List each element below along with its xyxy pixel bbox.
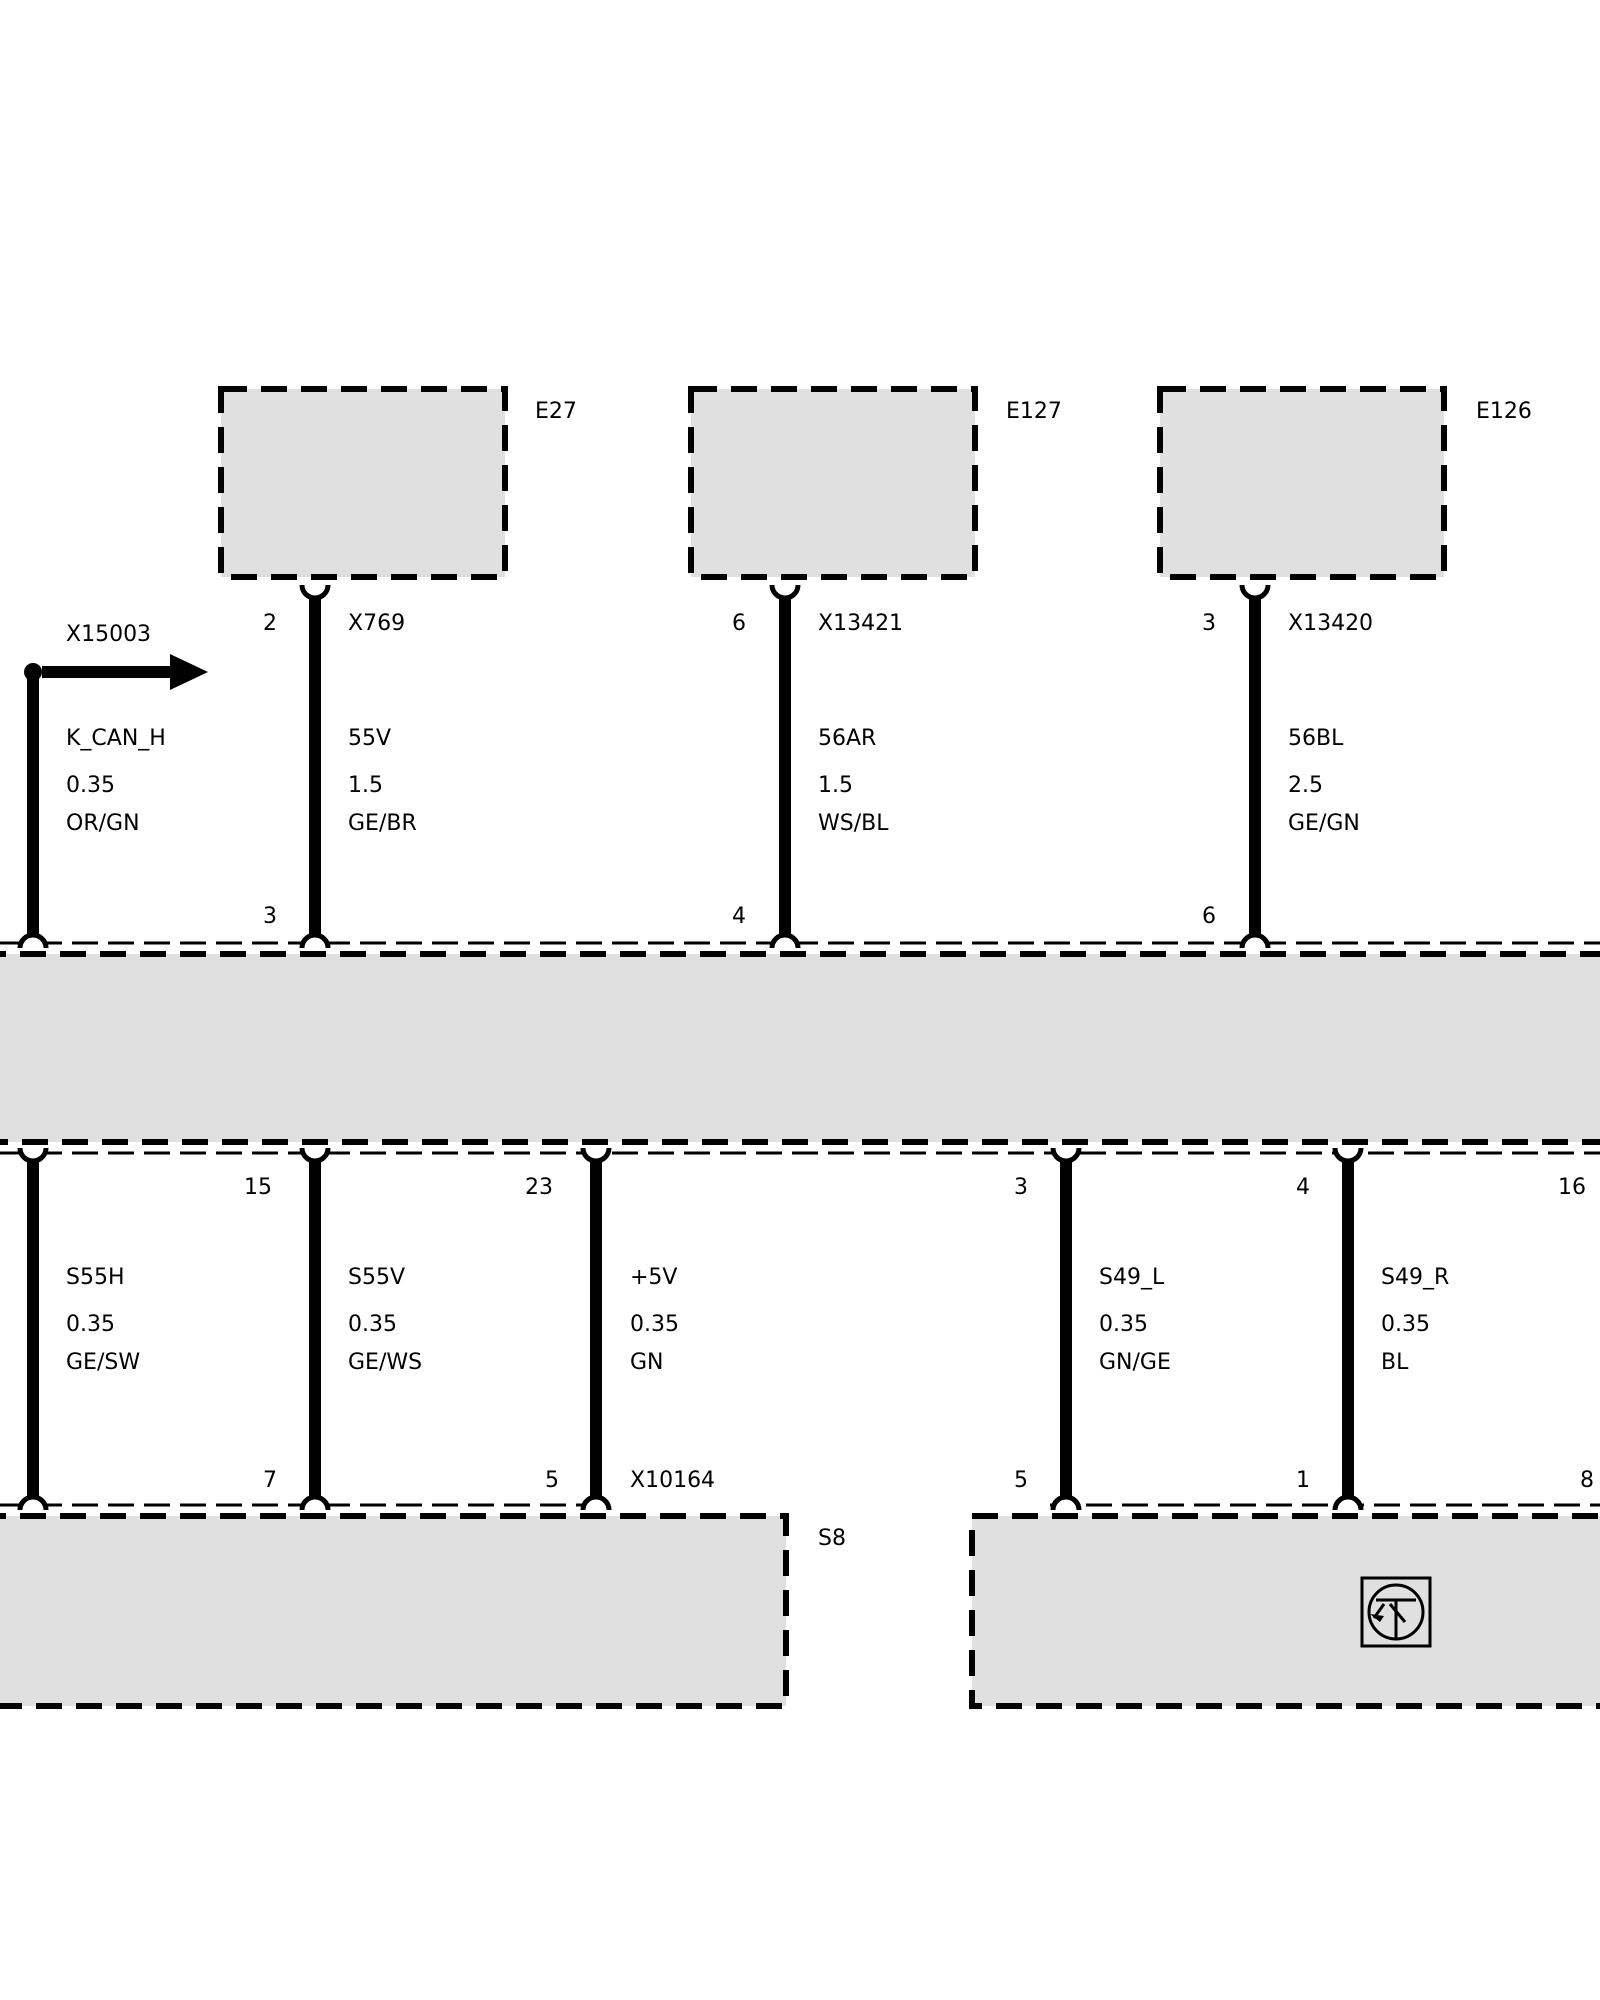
component-s8-box <box>0 1513 789 1709</box>
pin-top-55v: 2 <box>263 611 277 636</box>
pin-bus-s49-l: 3 <box>1014 1175 1028 1200</box>
wire-color-s55v: GE/WS <box>348 1350 422 1375</box>
pin-top-56ar: 6 <box>732 611 746 636</box>
wire-gauge-56bl: 2.5 <box>1288 773 1323 798</box>
wire-color-k-can-h: OR/GN <box>66 811 140 836</box>
wire-gauge-s55v: 0.35 <box>348 1312 397 1337</box>
splice-dot <box>24 663 42 681</box>
component-e126-box <box>1157 386 1447 580</box>
component-e127-label: E127 <box>1006 399 1062 424</box>
hall-sensor-icon <box>1360 1576 1432 1648</box>
pin-s8-s55v: 7 <box>263 1468 277 1493</box>
terminal-55v-bus <box>299 932 331 949</box>
terminal-plus-5v-bottom <box>580 1494 612 1511</box>
wire-signal-s55h: S55H <box>66 1265 125 1290</box>
wire-color-56bl: GE/GN <box>1288 811 1360 836</box>
pin-bus-s55v: 15 <box>244 1175 272 1200</box>
wire-gauge-56ar: 1.5 <box>818 773 853 798</box>
bus-module-box <box>0 951 1600 1145</box>
pin-sensor-s49-r: 1 <box>1296 1468 1310 1493</box>
terminal-k-can-h-bus <box>17 932 49 949</box>
pin-bus-56ar: 4 <box>732 904 746 929</box>
terminal-56bl-bus <box>1239 932 1271 949</box>
wire-color-plus-5v: GN <box>630 1350 664 1375</box>
terminal-s49-r-bottom <box>1332 1494 1364 1511</box>
wire-signal-s49-r: S49_R <box>1381 1265 1449 1290</box>
pin-s8-plus-5v: 5 <box>545 1468 559 1493</box>
wire-color-s49-l: GN/GE <box>1099 1350 1171 1375</box>
terminal-56bl-top <box>1239 584 1271 601</box>
connector-x13420-label: X13420 <box>1288 611 1373 636</box>
connector-x769-label: X769 <box>348 611 405 636</box>
pin-bus-right-edge: 16 <box>1558 1175 1586 1200</box>
pin-bus-plus-5v: 23 <box>525 1175 553 1200</box>
terminal-plus-5v-bus <box>580 1147 612 1164</box>
pin-sensor-s49-l: 5 <box>1014 1468 1028 1493</box>
terminal-55v-top <box>299 584 331 601</box>
wire-gauge-k-can-h: 0.35 <box>66 773 115 798</box>
sensor-module-box <box>969 1513 1600 1709</box>
wire-gauge-plus-5v: 0.35 <box>630 1312 679 1337</box>
wire-gauge-s49-r: 0.35 <box>1381 1312 1430 1337</box>
terminal-s49-l-bus <box>1050 1147 1082 1164</box>
wire-signal-s55v: S55V <box>348 1265 405 1290</box>
connector-x15003-label: X15003 <box>66 622 151 647</box>
pin-bus-s49-r: 4 <box>1296 1175 1310 1200</box>
terminal-s49-l-bottom <box>1050 1494 1082 1511</box>
wire-signal-plus-5v: +5V <box>630 1265 677 1290</box>
terminal-56ar-top <box>769 584 801 601</box>
connector-x10164-label: X10164 <box>630 1468 715 1493</box>
wire-gauge-s55h: 0.35 <box>66 1312 115 1337</box>
wire-color-s55h: GE/SW <box>66 1350 140 1375</box>
component-e27-box <box>218 386 508 580</box>
wire-gauge-55v: 1.5 <box>348 773 383 798</box>
wire-color-56ar: WS/BL <box>818 811 889 836</box>
wire-color-s49-r: BL <box>1381 1350 1409 1375</box>
component-e126-label: E126 <box>1476 399 1532 424</box>
terminal-s55h-bus <box>17 1147 49 1164</box>
component-e27-label: E27 <box>535 399 577 424</box>
connector-x13421-label: X13421 <box>818 611 903 636</box>
terminal-s55h-bottom <box>17 1494 49 1511</box>
component-s8-label: S8 <box>818 1526 846 1551</box>
pin-bus-56bl: 6 <box>1202 904 1216 929</box>
terminal-s55v-bus <box>299 1147 331 1164</box>
terminal-s49-r-bus <box>1332 1147 1364 1164</box>
wire-signal-s49-l: S49_L <box>1099 1265 1165 1290</box>
wire-gauge-s49-l: 0.35 <box>1099 1312 1148 1337</box>
pin-top-56bl: 3 <box>1202 611 1216 636</box>
pin-bus-55v: 3 <box>263 904 277 929</box>
terminal-s55v-bottom <box>299 1494 331 1511</box>
terminal-56ar-bus <box>769 932 801 949</box>
wire-signal-55v: 55V <box>348 726 391 751</box>
arrow-right-icon <box>42 654 208 690</box>
wire-signal-k-can-h: K_CAN_H <box>66 726 166 751</box>
wire-signal-56ar: 56AR <box>818 726 876 751</box>
wire-color-55v: GE/BR <box>348 811 417 836</box>
wire-signal-56bl: 56BL <box>1288 726 1344 751</box>
pin-sensor-right-edge: 8 <box>1580 1468 1594 1493</box>
component-e127-box <box>688 386 978 580</box>
